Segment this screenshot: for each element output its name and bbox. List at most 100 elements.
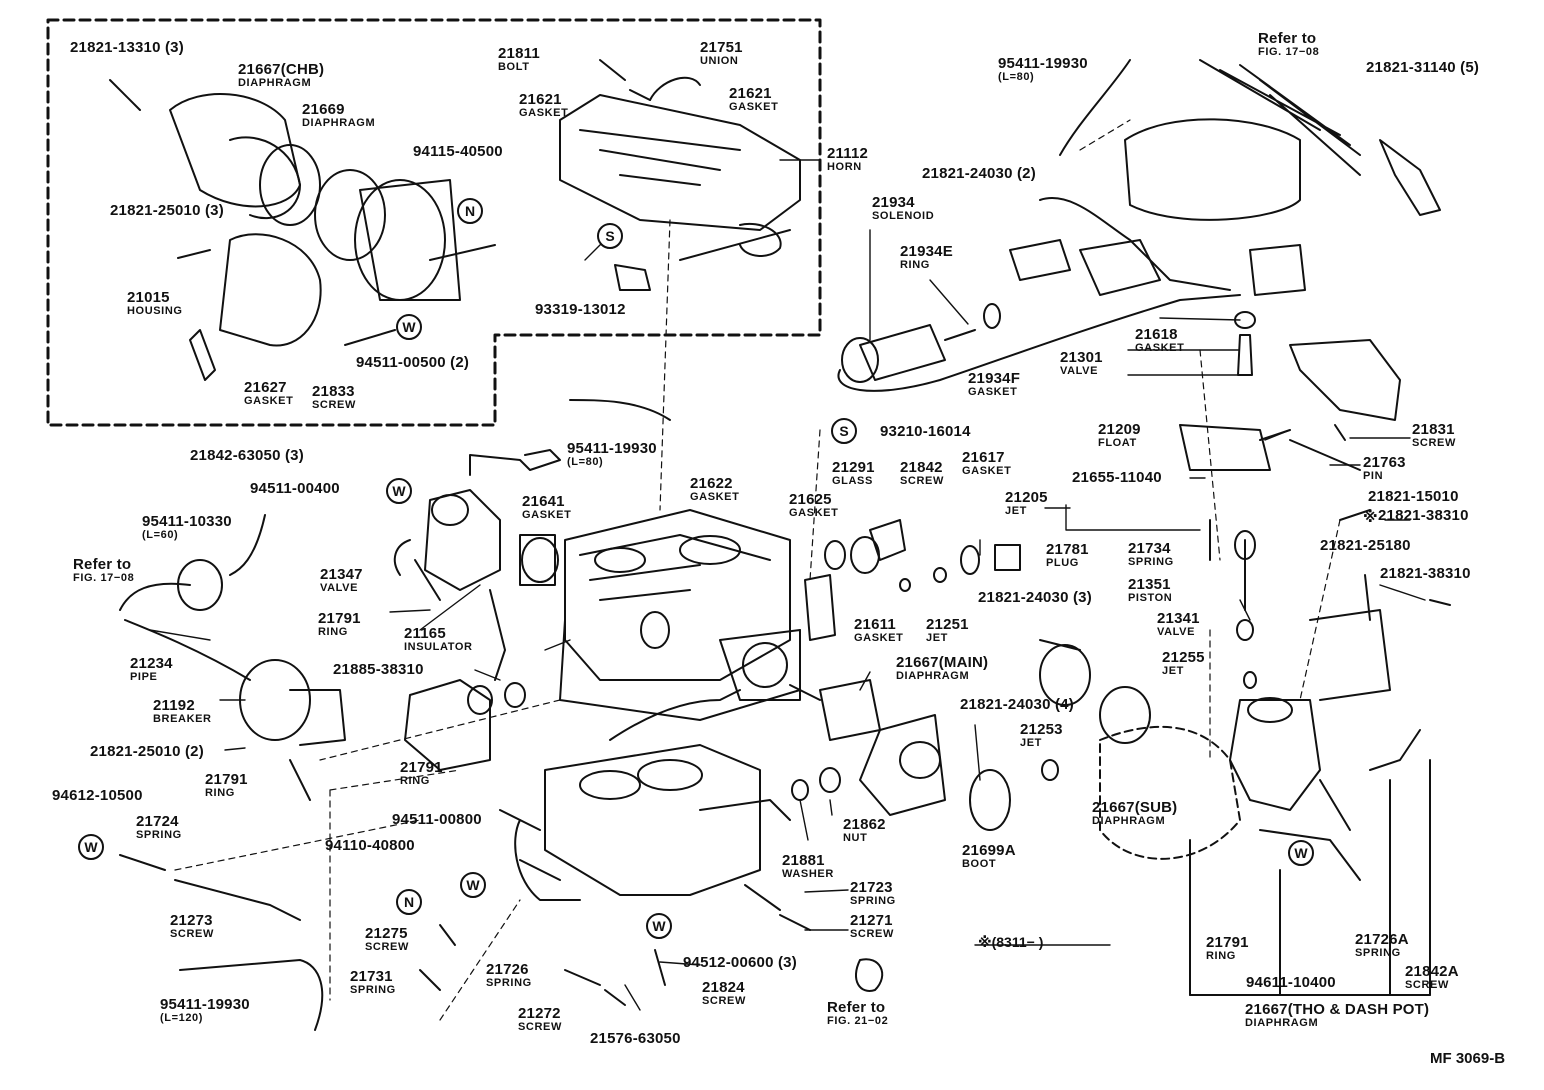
part-name: BOLT — [498, 61, 530, 73]
hose-top-right — [1059, 59, 1131, 156]
part-number: 21821-15010 — [1368, 488, 1459, 505]
part-name: DIAPHRAGM — [1092, 815, 1166, 827]
part-number: 94611-10400 — [1246, 974, 1336, 991]
part-number: 21734 — [1128, 540, 1171, 557]
part-number: 94511-00800 — [392, 811, 482, 828]
part-number: 21724 — [136, 813, 179, 830]
part-number: 95411-19930 — [160, 996, 250, 1013]
part-number: 21667(CHB) — [238, 61, 325, 78]
part-number: 21271 — [850, 912, 893, 929]
part-number: 21341 — [1157, 610, 1200, 627]
hose-bottom — [179, 959, 324, 1031]
part-name: BREAKER — [153, 713, 212, 725]
part-number: 21209 — [1098, 421, 1141, 438]
part-number: 21015 — [127, 289, 170, 306]
callout-c42: 95411-10330(L=60) — [142, 514, 232, 541]
reference-lines — [174, 119, 1341, 1021]
main-diaphragm — [789, 679, 1011, 831]
part-name: RING — [400, 775, 430, 787]
part-number: 21576-63050 — [590, 1030, 681, 1047]
asterisk-marker-icon: ※ — [1363, 509, 1378, 526]
part-name: WASHER — [782, 868, 834, 880]
callout-c87: 94611-10400 — [1246, 975, 1336, 990]
part-number: 21821-38310 — [1380, 565, 1471, 582]
part-number: 94110-40800 — [325, 837, 415, 854]
part-name: PLUG — [1046, 557, 1079, 569]
sub-diaphragm — [1039, 639, 1151, 781]
part-number: 21273 — [170, 912, 213, 929]
solenoid-assembly — [837, 294, 1241, 392]
part-name: (L=120) — [160, 1012, 204, 1024]
part-name: RING — [205, 787, 235, 799]
marker-w-icon: W — [460, 872, 486, 898]
callout-c4: 94115-40500 — [413, 144, 503, 159]
part-number: 94115-40500 — [413, 143, 503, 160]
part-number: 21811 — [498, 45, 540, 62]
part-name: SPRING — [1355, 947, 1401, 959]
callout-c71: 94110-40800 — [325, 838, 415, 853]
part-name: GASKET — [962, 465, 1012, 477]
part-name: GASKET — [968, 386, 1018, 398]
callout-c2: 21667(CHB)DIAPHRAGM — [238, 62, 324, 89]
part-number: 21791 — [400, 759, 443, 776]
callout-c66: 94612-10500 — [52, 788, 143, 803]
part-name: GASKET — [729, 101, 779, 113]
part-name: JET — [1020, 737, 1042, 749]
part-name: DIAPHRAGM — [1245, 1017, 1319, 1029]
part-number: 94512-00600 (3) — [683, 954, 797, 971]
part-name: SCREW — [170, 928, 214, 940]
part-number: 21842-63050 (3) — [190, 447, 304, 464]
part-number: Refer to — [73, 556, 132, 573]
part-name: FIG. 21−02 — [827, 1015, 889, 1027]
callout-c54: 21821-24030 (3) — [978, 590, 1092, 605]
part-number: 21751 — [700, 39, 743, 56]
part-number: 21667(SUB) — [1092, 799, 1178, 816]
part-number: 21291 — [832, 459, 875, 476]
part-name: RING — [900, 259, 930, 271]
part-number: 21885-38310 — [333, 661, 424, 678]
part-name: GASKET — [244, 395, 294, 407]
part-name: DIAPHRAGM — [238, 77, 312, 89]
part-name: SCREW — [518, 1021, 562, 1033]
part-number: 21791 — [1206, 934, 1249, 951]
part-number: Refer to — [1258, 30, 1317, 47]
part-number: 21763 — [1363, 454, 1406, 471]
part-name: SCREW — [702, 995, 746, 1007]
part-number: 21833 — [312, 383, 355, 400]
part-number: 21821-24030 (3) — [978, 589, 1092, 606]
part-name: GASKET — [854, 632, 904, 644]
part-number: 21253 — [1020, 721, 1063, 738]
part-number: 21617 — [962, 449, 1005, 466]
callout-c61: 21821-24030 (4) — [960, 697, 1074, 712]
part-number: 95411-19930 — [567, 440, 657, 457]
part-number: 21669 — [302, 101, 345, 118]
callout-c15: 93319-13012 — [535, 302, 626, 317]
part-number: 21611 — [854, 616, 896, 633]
part-name: GASKET — [519, 107, 569, 119]
part-name: GASKET — [690, 491, 740, 503]
callout-c19: 21821-24030 (2) — [922, 166, 1036, 181]
part-number: 21641 — [522, 493, 565, 510]
marker-n-icon: N — [457, 198, 483, 224]
main-body — [559, 509, 801, 721]
part-number: 94511-00500 (2) — [356, 354, 470, 371]
part-name: FLOAT — [1098, 437, 1137, 449]
part-number: 21821-31140 (5) — [1366, 59, 1480, 76]
part-number: 21627 — [244, 379, 287, 396]
